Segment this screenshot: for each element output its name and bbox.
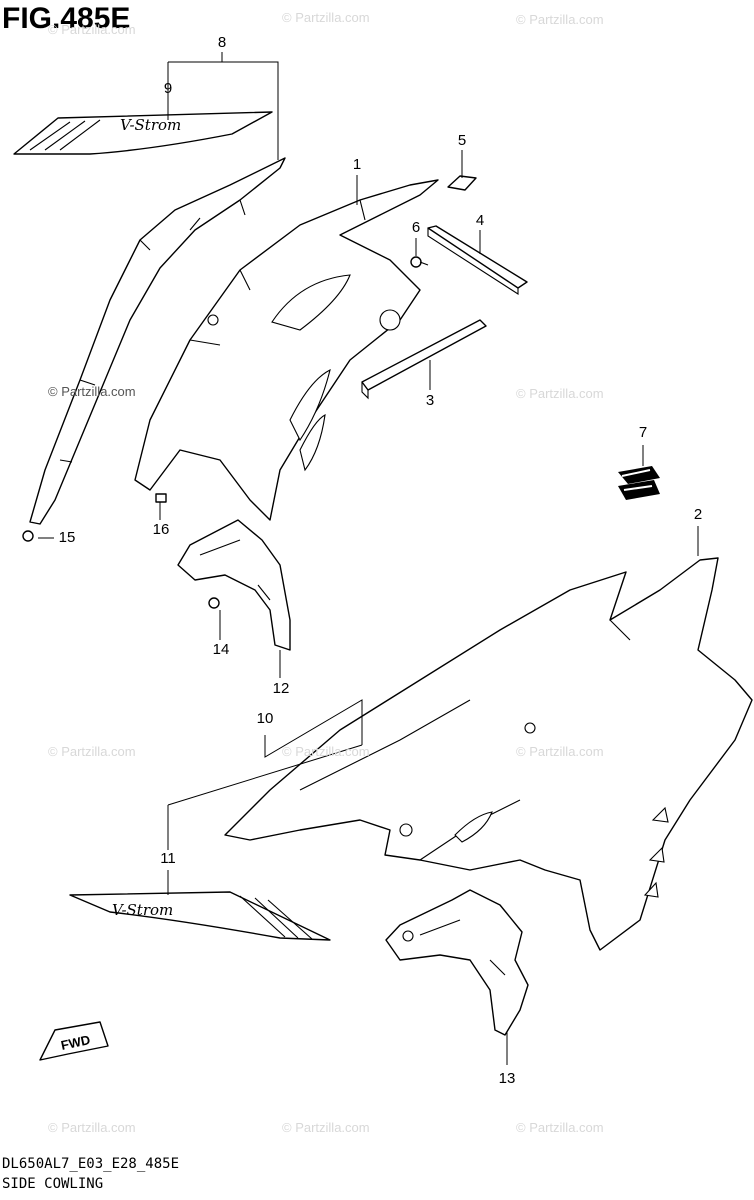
callout-10: 10 xyxy=(256,710,274,727)
callout-8: 8 xyxy=(217,34,227,51)
watermark: © Partzilla.com xyxy=(48,744,136,759)
part-1-side-cover[interactable] xyxy=(134,179,439,521)
part-2-side-cover[interactable] xyxy=(224,557,753,951)
callout-12: 12 xyxy=(272,680,290,697)
part-6-screw[interactable] xyxy=(410,256,429,268)
callout-14: 14 xyxy=(212,641,230,658)
watermark: © Partzilla.com xyxy=(48,22,136,37)
part-16-clip[interactable] xyxy=(155,493,167,503)
part-12-bracket[interactable] xyxy=(177,519,291,651)
callout-7: 7 xyxy=(638,424,648,441)
callout-5: 5 xyxy=(457,132,467,149)
callout-13: 13 xyxy=(498,1070,516,1087)
part-13-bracket[interactable] xyxy=(385,889,529,1036)
fwd-label: FWD xyxy=(60,1032,92,1053)
part-5-pad[interactable] xyxy=(447,175,477,191)
decal-9-text: V-Strom xyxy=(120,116,181,134)
callout-1: 1 xyxy=(352,156,362,173)
watermark: © Partzilla.com xyxy=(282,10,370,25)
watermark: © Partzilla.com xyxy=(516,12,604,27)
part-9-decal[interactable]: V-Strom xyxy=(13,111,273,155)
watermark: © Partzilla.com xyxy=(282,1120,370,1135)
part-15-screw[interactable] xyxy=(22,530,34,542)
part-8-trim[interactable] xyxy=(29,157,286,525)
callout-4: 4 xyxy=(475,212,485,229)
part-3-strip[interactable] xyxy=(361,319,487,400)
callout-2: 2 xyxy=(693,506,703,523)
figure-title: FIG.485E xyxy=(2,2,131,35)
part-14-screw[interactable] xyxy=(208,597,220,609)
callout-6: 6 xyxy=(411,219,421,236)
watermark: © Partzilla.com xyxy=(516,386,604,401)
callout-15: 15 xyxy=(58,529,76,546)
figure-caption: SIDE COWLING xyxy=(2,1176,104,1192)
part-7-emblem[interactable] xyxy=(618,466,660,500)
watermark: © Partzilla.com xyxy=(48,1120,136,1135)
watermark: © Partzilla.com xyxy=(516,744,604,759)
part-4-strip[interactable] xyxy=(427,225,528,296)
watermark: © Partzilla.com xyxy=(282,744,370,759)
decal-11-text: V-Strom xyxy=(112,901,173,919)
part-11-decal[interactable]: V-Strom xyxy=(69,891,331,941)
callout-9: 9 xyxy=(163,80,173,97)
callout-16: 16 xyxy=(152,521,170,538)
fwd-arrow: FWD xyxy=(39,1021,109,1061)
leader-lines xyxy=(38,52,699,1065)
callout-11: 11 xyxy=(160,850,176,867)
watermark: © Partzilla.com xyxy=(516,1120,604,1135)
callout-3: 3 xyxy=(425,392,435,409)
figure-code: DL650AL7_E03_E28_485E xyxy=(2,1156,180,1172)
watermark: © Partzilla.com xyxy=(48,384,136,399)
